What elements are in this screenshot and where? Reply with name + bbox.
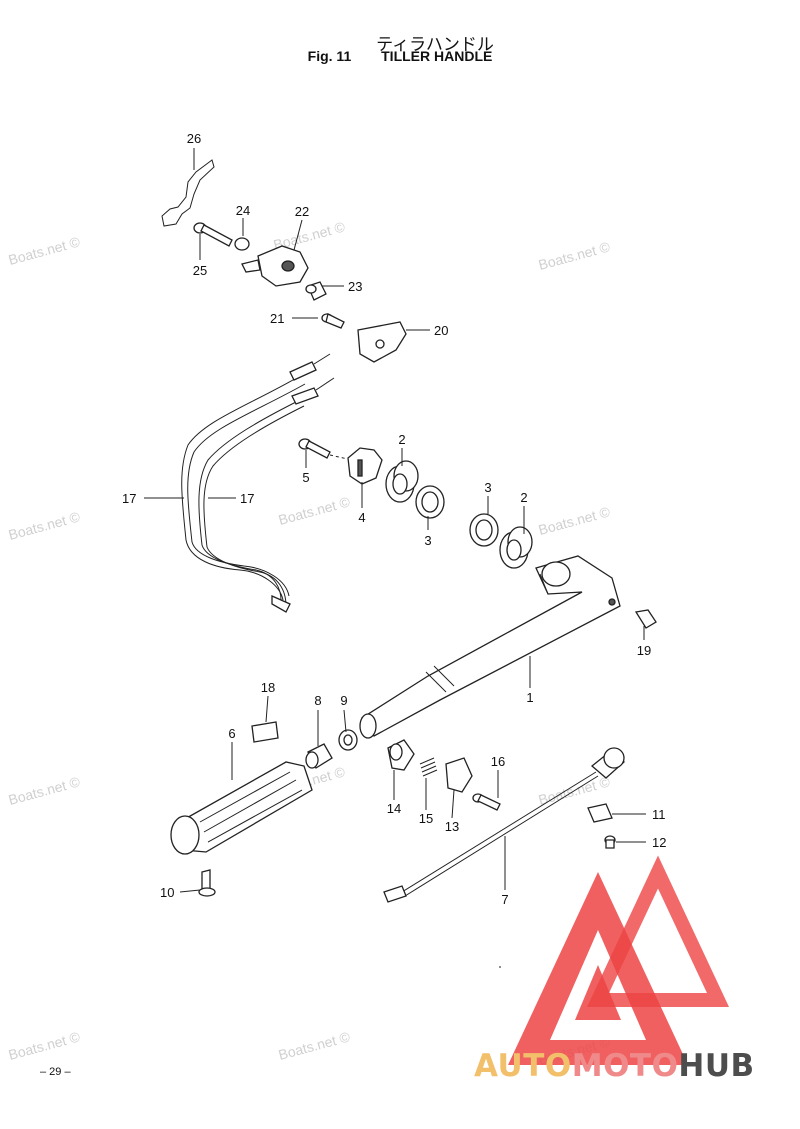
part-19-screw: [634, 609, 657, 629]
callout-23: 23: [348, 279, 362, 294]
callout-22: 22: [295, 204, 309, 219]
page-number: – 29 –: [40, 1066, 71, 1078]
part-24-washer: [234, 237, 250, 251]
part-12-screw: [604, 835, 616, 849]
part-5-bolt: [298, 438, 353, 461]
part-8-cap: [305, 743, 333, 769]
brand-part-auto: AUTO: [474, 1048, 572, 1084]
callout-6: 6: [228, 726, 235, 741]
callout-9: 9: [340, 693, 347, 708]
watermark: Boats.net ©: [7, 233, 83, 268]
callout-17: 17: [240, 491, 254, 506]
part-4-plate: [347, 447, 383, 485]
callout-10: 10: [160, 885, 174, 900]
callout-2: 2: [520, 490, 527, 505]
callout-21: 21: [270, 311, 284, 326]
callout-3: 3: [484, 480, 491, 495]
callout-2: 2: [398, 432, 405, 447]
part-20-plate: [357, 321, 407, 363]
title-english: TILLER HANDLE: [381, 48, 493, 64]
part-23-collar: [305, 281, 327, 301]
brand-part-hub: HUB: [678, 1048, 755, 1084]
watermark: Boats.net ©: [277, 493, 353, 528]
title-japanese: ティラハンドル: [376, 35, 494, 55]
callout-11: 11: [652, 807, 666, 822]
callout-7: 7: [501, 892, 508, 907]
watermark: Boats.net ©: [7, 1028, 83, 1063]
callouts: 26 24 22 25 23 21 20 2 5 17 17 4 3 3 2 1…: [122, 131, 666, 907]
callout-16: 16: [491, 754, 505, 769]
brand-wordmark: AUTOMOTOHUB: [474, 1048, 755, 1084]
callout-4: 4: [358, 510, 365, 525]
brand-part-moto: MOTO: [571, 1048, 679, 1084]
callout-18: 18: [261, 680, 275, 695]
callout-25: 25: [193, 263, 207, 278]
callout-15: 15: [419, 811, 433, 826]
part-3-washer: [469, 513, 499, 547]
watermark: Boats.net ©: [277, 1028, 353, 1063]
callout-19: 19: [637, 643, 651, 658]
callout-3: 3: [424, 533, 431, 548]
callout-20: 20: [434, 323, 448, 338]
callout-14: 14: [387, 801, 401, 816]
part-2-bushing: [385, 460, 419, 503]
part-1-tiller-arm: [359, 555, 621, 739]
part-17-cables: [181, 353, 335, 613]
watermark: Boats.net ©: [7, 773, 83, 808]
callout-13: 13: [445, 819, 459, 834]
callout-26: 26: [187, 131, 201, 146]
watermark: Boats.net ©: [7, 508, 83, 543]
part-13-knob-block: [445, 757, 473, 793]
part-3-washer: [415, 485, 445, 519]
part-10-bolt: [198, 869, 216, 897]
callout-12: 12: [652, 835, 666, 850]
callout-8: 8: [314, 693, 321, 708]
part-11-plate: [587, 803, 613, 823]
callout-24: 24: [236, 203, 250, 218]
brand-logo-icon: [508, 855, 730, 1065]
figure-number: Fig. 11: [307, 48, 352, 64]
watermark: Boats.net ©: [537, 503, 613, 538]
part-7-throttle-cable: [383, 747, 625, 903]
part-2-bushing: [499, 526, 533, 569]
part-21-screw: [321, 313, 345, 329]
title-row: Fig. 11 TILLER HANDLE: [0, 48, 800, 64]
watermark: Boats.net ©: [537, 238, 613, 273]
part-9-nut: [338, 729, 358, 751]
callout-5: 5: [302, 470, 309, 485]
part-25-bolt: [193, 222, 233, 247]
part-14-stopper: [387, 739, 415, 771]
part-26-wire-clip: [161, 159, 215, 227]
part-15-spring: [419, 757, 438, 777]
callout-17: 17: [122, 491, 136, 506]
callout-1: 1: [526, 690, 533, 705]
part-16-bolt: [472, 793, 501, 811]
part-18-tape: [251, 721, 279, 743]
part-22-bracket: [241, 245, 309, 287]
leader-lines: [144, 148, 646, 893]
part-6-grip: [170, 761, 313, 855]
